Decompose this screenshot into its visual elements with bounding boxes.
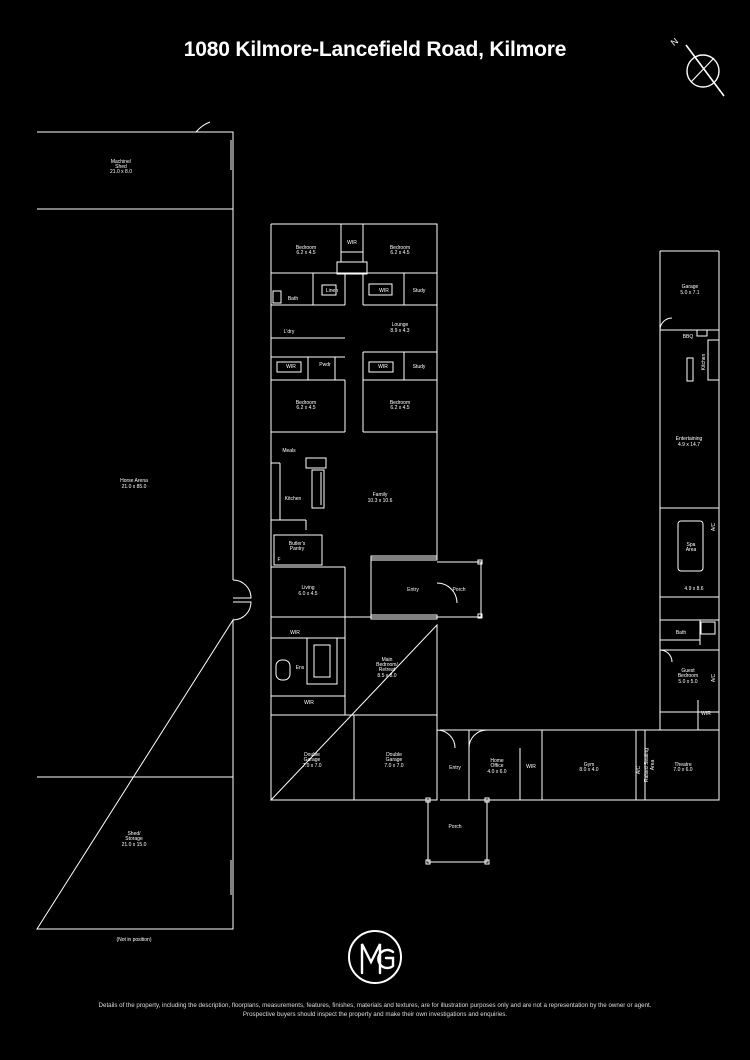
bath-label: Bath xyxy=(288,296,299,302)
double-garage-label-2: Garage xyxy=(304,757,321,763)
porch-structure xyxy=(437,559,483,619)
entry-label: Entry xyxy=(449,765,461,771)
main-bedroom-dims: 8.5 x 8.0 xyxy=(377,673,396,679)
compass-north-label: N xyxy=(669,36,680,48)
wir-label: WIR xyxy=(290,630,300,636)
machine-shed-label-1: Machine/ xyxy=(111,159,132,165)
disclaimer-line-2: Prospective buyers should inspect the pr… xyxy=(242,1010,508,1018)
garage-label: Garage xyxy=(682,284,699,290)
bedroom-dims: 6.2 x 4.5 xyxy=(390,405,409,411)
kitchen-label: Kitchen xyxy=(701,353,707,370)
not-in-position-note: (Not in position) xyxy=(116,937,151,943)
shed-building xyxy=(36,121,252,930)
theatre-dims: 7.0 x 6.0 xyxy=(673,767,692,773)
home-office-dims: 4.0 x 6.0 xyxy=(487,769,506,775)
wir-label: WIR xyxy=(378,364,388,370)
living-dims: 6.0 x 4.5 xyxy=(298,591,317,597)
wir-label: WIR xyxy=(347,240,357,246)
raised-seating-label-2: Area xyxy=(650,760,656,771)
shed-storage-dims: 21.0 x 15.0 xyxy=(122,842,147,848)
machine-shed-label-2: Shed xyxy=(115,164,127,170)
main-bedroom-label-2: Bedroom/ xyxy=(376,662,398,668)
bedroom-label: Bedroom xyxy=(390,400,410,406)
logo-letters: MG xyxy=(375,959,377,961)
study-label: Study xyxy=(413,364,426,370)
meals-label: Meals xyxy=(282,448,296,454)
lounge-label: Lounge xyxy=(392,322,409,328)
spa-label-1: Spa xyxy=(687,542,696,548)
guest-bedroom-label-2: Bedroom xyxy=(678,673,698,679)
living-label: Living xyxy=(301,585,314,591)
spa-dims: 4.9 x 8.6 xyxy=(684,586,703,592)
bedroom-label: Bedroom xyxy=(390,245,410,251)
lounge-dims: 8.9 x 4.3 xyxy=(390,328,409,334)
entertaining-dims: 4.9 x 14.7 xyxy=(678,442,700,448)
butlers-pantry-label-2: Pantry xyxy=(290,546,305,552)
porch-label: Porch xyxy=(448,824,461,830)
bbq-label: BBQ xyxy=(683,334,694,340)
main-bedroom-label-3: Retreat xyxy=(379,667,396,673)
powder-label: Pwdr xyxy=(319,362,331,368)
fridge-label: F xyxy=(277,557,280,563)
linen-label: Linen xyxy=(326,288,338,294)
entertaining-label: Entertaining xyxy=(676,436,703,442)
gym-label: Gym xyxy=(584,762,595,768)
study-label: Study xyxy=(413,288,426,294)
ac-label: A/C xyxy=(711,673,717,682)
spa-label-2: Area xyxy=(686,547,697,553)
horse-arena-dims: 21.0 x 85.0 xyxy=(122,484,147,490)
horse-arena-label: Horse Arena xyxy=(120,478,148,484)
wir-label: WIR xyxy=(526,764,536,770)
east-wing xyxy=(425,250,720,865)
guest-bedroom-label-1: Guest xyxy=(681,668,695,674)
compass-icon: N xyxy=(669,36,725,97)
disclaimer: Details of the property, including the d… xyxy=(20,1002,730,1019)
ensuite-label: Ens xyxy=(296,665,305,671)
home-office-label-2: Office xyxy=(491,763,504,769)
disclaimer-line-1: Details of the property, including the d… xyxy=(98,1002,652,1009)
double-garage-label-1: Double xyxy=(304,752,320,758)
family-label: Family xyxy=(373,492,388,498)
theatre-label: Theatre xyxy=(674,762,691,768)
gym-dims: 8.0 x 4.0 xyxy=(579,767,598,773)
wir-label: WIR xyxy=(379,288,389,294)
home-office-label-1: Home xyxy=(490,758,504,764)
bedroom-label: Bedroom xyxy=(296,400,316,406)
double-garage-dims: 7.0 x 7.0 xyxy=(302,763,321,769)
porch-label: Porch xyxy=(452,587,465,593)
page-title: 1080 Kilmore-Lancefield Road, Kilmore xyxy=(183,38,567,61)
bedroom-dims: 6.2 x 4.5 xyxy=(296,405,315,411)
mg-logo-icon xyxy=(348,930,402,984)
machine-shed-dims: 21.0 x 8.0 xyxy=(110,169,132,175)
laundry-label: L'dry xyxy=(284,329,295,335)
main-house xyxy=(269,223,458,801)
double-garage-label-1: Double xyxy=(386,752,402,758)
wir-label: WIR xyxy=(286,364,296,370)
main-bedroom-label-1: Main xyxy=(382,657,393,663)
bath-label: Bath xyxy=(676,630,687,636)
family-dims: 10.3 x 10.6 xyxy=(368,498,393,504)
entry-label: Entry xyxy=(407,587,419,593)
wir-label: WIR xyxy=(701,711,711,717)
wir-label: WIR xyxy=(304,700,314,706)
kitchen-label: Kitchen xyxy=(285,496,302,502)
shed-storage-label-1: Shed/ xyxy=(127,831,141,837)
bedroom-label: Bedroom xyxy=(296,245,316,251)
double-garage-label-2: Garage xyxy=(386,757,403,763)
shed-storage-label-2: Storage xyxy=(125,836,143,842)
bedroom-dims: 6.2 x 4.5 xyxy=(390,250,409,256)
double-garage-dims: 7.0 x 7.0 xyxy=(384,763,403,769)
ac-label: A/C xyxy=(711,522,717,531)
ac-label: A/C xyxy=(636,765,642,774)
guest-bedroom-dims: 5.0 x 5.0 xyxy=(678,679,697,685)
butlers-pantry-label-1: Butler's xyxy=(289,541,306,547)
raised-seating-label-1: Raised Seating xyxy=(644,748,650,782)
garage-dims: 5.0 x 7.1 xyxy=(680,290,699,296)
bedroom-dims: 6.2 x 4.5 xyxy=(296,250,315,256)
